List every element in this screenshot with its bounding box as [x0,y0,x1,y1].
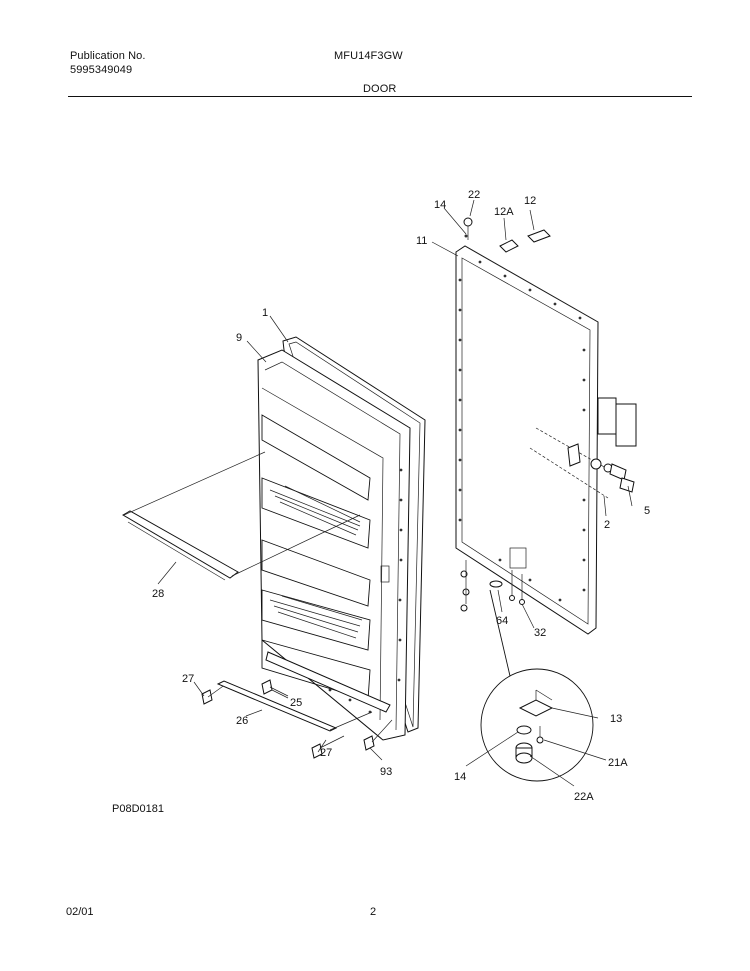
leader-lines [157,199,633,787]
callout-9: 9 [236,332,242,344]
bottom-hardware [201,679,393,759]
publication-label: Publication No. [70,50,146,62]
callout-26: 26 [236,715,248,727]
bottom-hinge-hardware [460,560,525,612]
callout-13: 13 [610,713,622,725]
publication-number: 5995349049 [70,64,133,76]
callout-28: 28 [152,588,164,600]
callout-1: 1 [262,307,268,319]
door-panel [455,245,599,635]
callout-21a: 21A [608,757,628,769]
callout-14-top: 14 [434,199,446,211]
liner-screw-holes [328,468,403,714]
outer-door-panel [455,217,637,635]
callout-27-top: 27 [182,673,194,685]
callout-12a: 12A [494,206,514,218]
callout-14-bottom: 14 [454,771,466,783]
callout-2: 2 [604,519,610,531]
callout-93: 93 [380,766,392,778]
callout-11: 11 [416,235,427,247]
callout-5: 5 [644,505,650,517]
door-liner-assembly [257,336,426,741]
date-code: 02/01 [66,906,94,918]
diagram-code: P08D0181 [112,803,164,815]
callout-12: 12 [524,195,536,207]
page-number: 2 [370,906,377,918]
section-title: DOOR [363,83,397,95]
door-shelf [122,451,361,581]
callout-32: 32 [534,627,546,639]
callout-64: 64 [496,615,508,627]
callout-27-bottom: 27 [320,747,332,759]
callout-22: 22 [468,189,480,201]
panel-screw-holes [458,260,586,602]
model-number: MFU14F3GW [334,50,403,62]
callout-25: 25 [290,697,302,709]
callout-22a: 22A [574,791,594,803]
header-rule [68,96,692,97]
